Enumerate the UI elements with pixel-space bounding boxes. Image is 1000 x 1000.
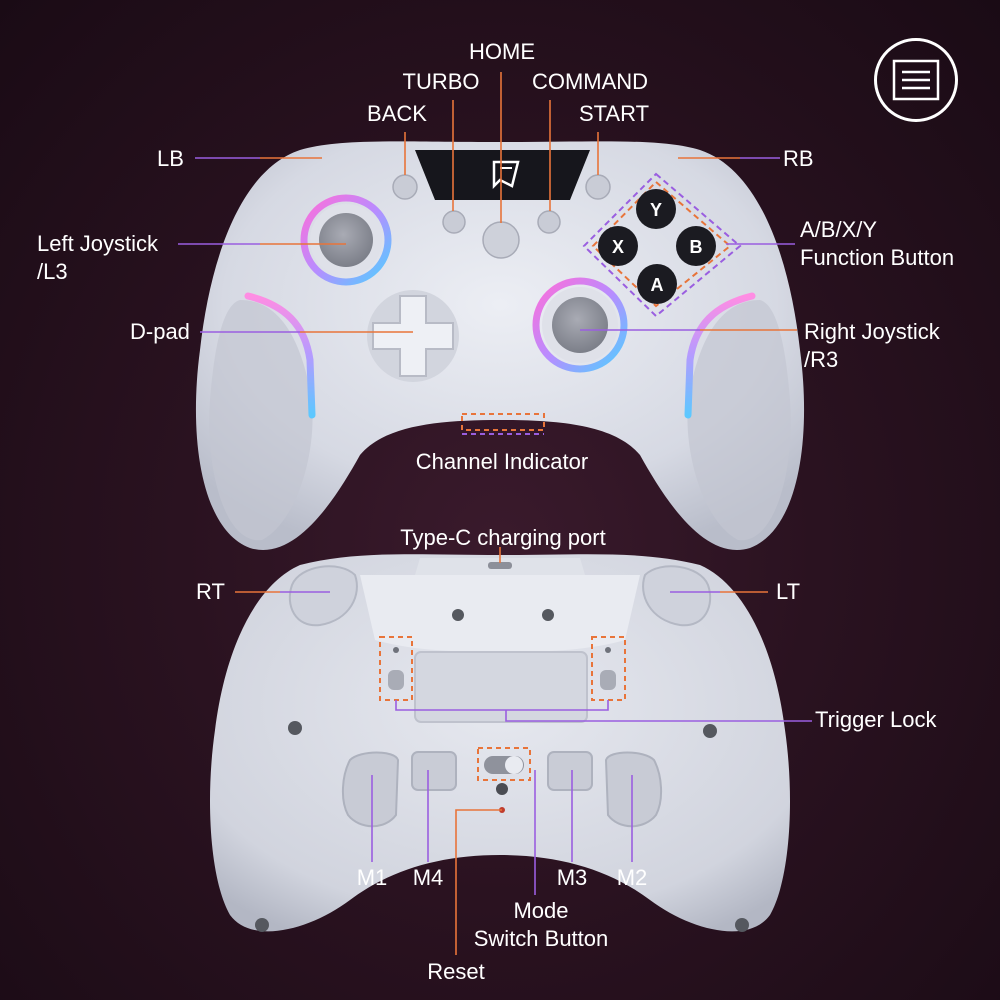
label-start: START xyxy=(578,101,650,126)
x-button-label: X xyxy=(612,237,624,257)
label-rt: RT xyxy=(196,579,225,604)
mode-switch-highlight xyxy=(477,747,531,781)
back-controller xyxy=(210,554,790,932)
y-button: Y xyxy=(636,189,676,229)
label-trigger-lock: Trigger Lock xyxy=(815,707,937,732)
screw xyxy=(288,721,302,735)
dpad xyxy=(367,290,459,382)
turbo-button-shape xyxy=(442,210,466,234)
label-left-joystick: Left Joystick /L3 xyxy=(37,231,159,284)
start-button-shape xyxy=(585,174,611,200)
x-button: X xyxy=(598,226,638,266)
abxy-highlight-orange xyxy=(591,180,732,308)
channel-indicator-orange xyxy=(461,413,545,431)
label-m1: M1 xyxy=(356,865,388,890)
back-body xyxy=(210,554,790,932)
b-button: B xyxy=(676,226,716,266)
right-joystick xyxy=(532,277,628,373)
b-button-label: B xyxy=(690,237,703,257)
label-mode-switch: Mode Switch Button xyxy=(473,898,609,951)
label-m3: M3 xyxy=(556,865,588,890)
label-home: HOME xyxy=(469,39,535,64)
screw xyxy=(255,918,269,932)
screw xyxy=(542,609,554,621)
label-dpad: D-pad xyxy=(130,319,190,344)
back-button-shape xyxy=(392,174,418,200)
label-right-joystick: Right Joystick /R3 xyxy=(804,319,940,372)
logo-panel xyxy=(415,150,590,200)
m4-button xyxy=(411,751,457,791)
screw xyxy=(735,918,749,932)
screw xyxy=(703,724,717,738)
y-button-label: Y xyxy=(650,200,662,220)
battery-cover xyxy=(414,651,588,723)
left-joystick xyxy=(300,194,392,286)
label-rb: RB xyxy=(783,146,814,171)
mode-led xyxy=(496,783,508,795)
left-grip xyxy=(209,300,313,541)
menu-button[interactable] xyxy=(874,38,958,122)
label-m4: M4 xyxy=(412,865,444,890)
home-button-shape xyxy=(482,221,520,259)
m2-paddle xyxy=(604,751,662,828)
left-led-strip xyxy=(244,292,316,419)
lt-trigger xyxy=(642,565,712,627)
label-m2: M2 xyxy=(616,865,648,890)
label-lb: LB xyxy=(157,146,184,171)
abxy-highlight-purple xyxy=(582,172,742,318)
label-channel-indicator: Channel Indicator xyxy=(415,449,589,474)
brand-logo-icon xyxy=(492,160,520,190)
face-buttons: Y X B A xyxy=(598,189,716,304)
label-type-c: Type-C charging port xyxy=(400,525,606,550)
right-led-strip xyxy=(684,292,756,419)
m3-button xyxy=(547,751,593,791)
label-command: COMMAND xyxy=(531,69,649,94)
a-button-label: A xyxy=(651,275,664,295)
m1-paddle xyxy=(342,751,400,828)
screw xyxy=(452,609,464,621)
label-abxy: A/B/X/Y Function Button xyxy=(800,217,955,270)
command-button-shape xyxy=(537,210,561,234)
a-button: A xyxy=(637,264,677,304)
callout-lines xyxy=(178,72,812,955)
label-reset: Reset xyxy=(427,959,485,984)
charging-port xyxy=(488,562,512,569)
label-back: BACK xyxy=(367,101,427,126)
menu-icon xyxy=(892,59,940,101)
right-grip xyxy=(687,300,791,541)
mode-switch-knob xyxy=(505,756,523,774)
small-buttons xyxy=(392,174,611,259)
label-lt: LT xyxy=(776,579,801,604)
front-controller: Y X B A xyxy=(195,141,805,551)
rt-trigger xyxy=(288,565,358,627)
top-panel xyxy=(360,575,640,652)
label-turbo: TURBO xyxy=(402,69,480,94)
